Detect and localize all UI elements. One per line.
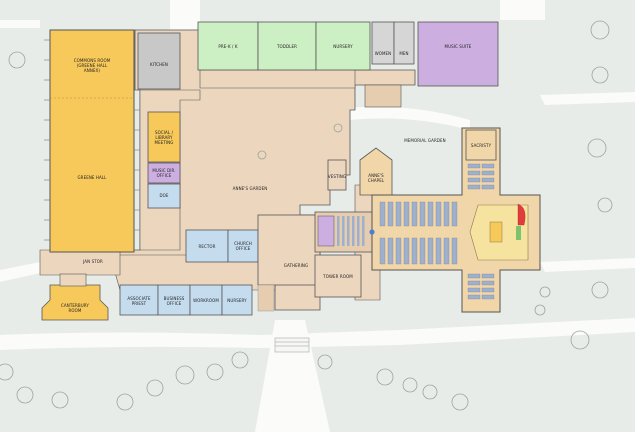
social-library-room xyxy=(147,111,181,163)
transept-pews-north xyxy=(467,163,495,190)
label-women: WOMEN xyxy=(374,51,392,56)
walkway-left xyxy=(0,262,45,282)
stair-south xyxy=(257,284,275,312)
nave-pews-upper xyxy=(379,201,458,227)
associate-priest-room xyxy=(119,284,159,316)
greene-hall-windows xyxy=(44,39,140,241)
label-toddler: TODDLER xyxy=(277,44,297,49)
label-doe: DOE xyxy=(159,193,169,198)
annes-chapel-room xyxy=(359,147,393,196)
label-workroom: WORKROOM xyxy=(193,298,219,303)
chapel-altar-purple xyxy=(317,215,335,247)
chapel-pews xyxy=(337,216,365,246)
rector-room xyxy=(185,229,229,263)
walkway-front xyxy=(255,320,330,432)
greene-hall-room xyxy=(49,29,135,253)
label-kitchen: KITCHEN xyxy=(149,62,169,67)
label-annes-garden: ANNE'S GARDEN xyxy=(232,186,268,191)
label-memorial-garden: MEMORIAL GARDEN xyxy=(404,138,446,143)
toddler-room xyxy=(257,21,317,71)
vesting-room xyxy=(327,159,347,191)
kitchen-room xyxy=(137,32,181,90)
nursery-top-room xyxy=(315,21,371,71)
label-men: MEN xyxy=(399,51,409,56)
altar-table xyxy=(489,221,503,243)
organ-red xyxy=(517,203,526,226)
label-music-dir-office: MUSIC DIR. OFFICE xyxy=(152,168,176,178)
tower-room xyxy=(314,254,362,298)
label-music-suite: MUSIC SUITE xyxy=(444,44,472,49)
nursery-bottom-room xyxy=(221,284,253,316)
road-right xyxy=(500,0,545,20)
label-social-library: SOCIAL / LIBRARY MEETING xyxy=(154,130,174,145)
label-nursery-top: NURSERY xyxy=(333,44,353,49)
transept-pews-south xyxy=(467,273,495,300)
label-annes-chapel: ANNE'S CHAPEL xyxy=(367,173,385,183)
label-tower-room: TOWER ROOM xyxy=(323,274,353,279)
music-dir-office-room xyxy=(147,162,181,184)
gathering-area xyxy=(257,214,321,286)
label-jan-stor: JAN STOR xyxy=(83,259,103,264)
label-greene-hall: GREENE HALL xyxy=(77,175,107,180)
corridor-upper xyxy=(199,69,356,89)
label-commons-room: COMMONS ROOM (GREENE HALL ANNEX) xyxy=(73,58,111,73)
label-canterbury-room: CANTERBURY ROOM xyxy=(61,303,89,313)
workroom-room xyxy=(189,284,223,316)
business-office-room xyxy=(157,284,191,316)
canterbury-room xyxy=(41,284,109,321)
label-vesting: VESTING xyxy=(327,174,347,179)
nave-pews-lower xyxy=(379,237,458,265)
trees xyxy=(0,20,613,411)
stair-north xyxy=(364,84,402,108)
doe-room xyxy=(147,183,181,209)
walkway-garden xyxy=(330,106,470,130)
front-steps xyxy=(274,337,310,353)
label-gathering: GATHERING xyxy=(283,263,309,268)
men-restroom xyxy=(393,21,415,65)
pre-k-room xyxy=(197,21,259,71)
choir-green xyxy=(516,226,521,240)
sacristy-room xyxy=(465,129,497,161)
label-business-office: BUSINESS OFFICE xyxy=(163,296,185,306)
road-top-left xyxy=(0,20,40,28)
label-rector: RECTOR xyxy=(198,244,216,249)
label-pre-k: PRE-K / K xyxy=(218,44,238,49)
walkway-right xyxy=(540,92,635,105)
walkway-bottom xyxy=(0,318,635,350)
canterbury-entry xyxy=(59,273,87,287)
label-church-office: CHURCH OFFICE xyxy=(234,241,252,251)
label-associate-priest: ASSOCIATE PRIEST xyxy=(127,296,151,306)
label-sacristy: SACRISTY xyxy=(470,143,492,148)
font-icon xyxy=(369,229,375,235)
walkway-right-lower xyxy=(540,258,635,272)
label-nursery-bottom: NURSERY xyxy=(227,298,247,303)
music-suite-room xyxy=(417,21,499,87)
women-restroom xyxy=(371,21,395,65)
